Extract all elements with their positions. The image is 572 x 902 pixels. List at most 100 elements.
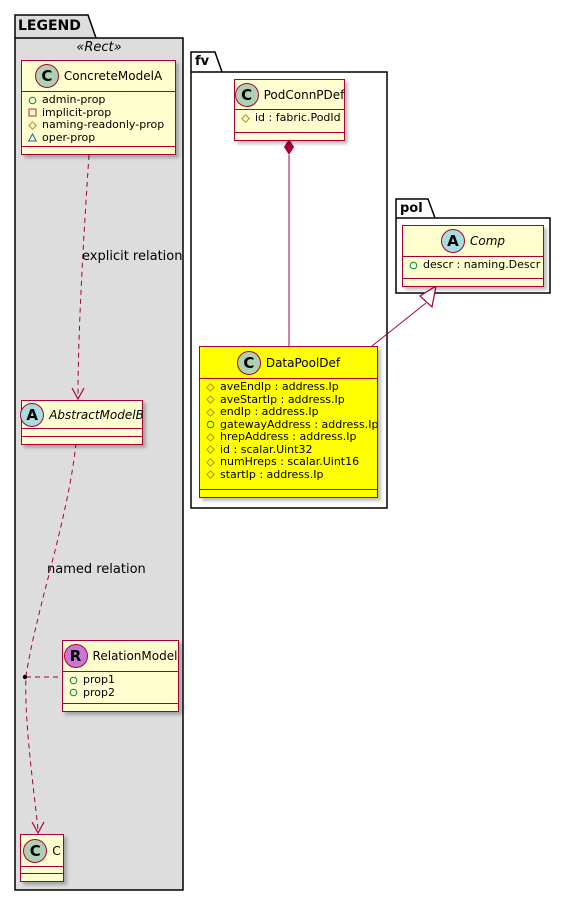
attribute-row: id : scalar.Uint32 (206, 442, 371, 457)
attribute-row: endIp : address.Ip (206, 405, 371, 419)
attribute-text: id : fabric.PodId (255, 111, 341, 124)
attribute-row: descr : naming.Descr (409, 258, 541, 272)
class-name: AbstractModelB (49, 407, 144, 422)
pol-package-name: pol (400, 201, 423, 216)
attribute-text: hrepAddress : address.Ip (220, 430, 357, 443)
attribute-text: naming-readonly-prop (42, 118, 165, 131)
class-header: R RelationModel (63, 641, 178, 672)
generalization-arrowhead (419, 284, 437, 309)
class-abstract-model-b[interactable]: A AbstractModelB (20, 400, 144, 445)
attribute-text: prop1 (83, 673, 115, 686)
named-relation-label: named relation (47, 562, 146, 577)
legend-package-name: LEGEND (18, 18, 81, 34)
abstract-badge-icon: A (20, 402, 45, 427)
class-name: ConcreteModelA (63, 69, 163, 83)
attribute-row: aveStartIp : address.Ip (206, 392, 371, 407)
public-visibility-icon (69, 688, 78, 697)
protected-visibility-icon (28, 120, 37, 130)
private-visibility-icon (28, 108, 37, 117)
class-badge-icon: C (234, 82, 259, 107)
class-badge-icon: C (34, 64, 59, 88)
class-name: C (52, 843, 61, 858)
class-comp[interactable]: A Comp descr : naming.Descr (402, 225, 544, 287)
attribute-row: implicit-prop (28, 105, 169, 120)
abstract-badge-icon: A (440, 229, 465, 253)
generalization-edge (371, 302, 427, 347)
attribute-text: id : scalar.Uint32 (220, 442, 313, 456)
attribute-row: oper-prop (28, 130, 169, 145)
attribute-row: hrepAddress : address.Ip (206, 430, 371, 444)
protected-visibility-icon (206, 395, 215, 405)
attribute-row: aveEndIp : address.Ip (206, 380, 371, 394)
class-c[interactable]: C C (20, 834, 64, 882)
association-point (22, 674, 28, 680)
package-visibility-icon (28, 133, 37, 142)
public-visibility-icon (206, 420, 215, 429)
class-header: C C (21, 835, 63, 867)
attribute-row: prop2 (69, 685, 172, 700)
methods-divider (403, 278, 543, 279)
attribute-row: admin-prop (28, 93, 169, 107)
methods-divider (22, 146, 175, 147)
explicit-relation-label: explicit relation (82, 249, 183, 264)
class-badge-icon: C (236, 350, 261, 375)
attribute-row: naming-readonly-prop (28, 118, 169, 132)
protected-visibility-icon (241, 113, 250, 123)
attribute-text: oper-prop (42, 130, 96, 144)
attribute-text: descr : naming.Descr (423, 258, 541, 271)
attribute-text: numHreps : scalar.Uint16 (220, 455, 360, 468)
explicit-relation-arrowhead (71, 387, 85, 401)
methods-divider (200, 489, 377, 490)
class-pod-conn-p-def[interactable]: C PodConnPDef id : fabric.PodId (234, 79, 345, 141)
methods-divider (63, 703, 178, 704)
public-visibility-icon (409, 261, 418, 270)
attribute-list: descr : naming.Descr (403, 257, 543, 272)
named-relation-arrowhead (31, 821, 45, 835)
attribute-text: implicit-prop (42, 105, 112, 119)
fv-package-name: fv (195, 54, 210, 69)
attribute-text: gatewayAddress : address.Ip (220, 417, 379, 431)
class-header: C ConcreteModelA (22, 61, 175, 92)
composition-diamond (283, 139, 295, 155)
class-name: RelationModel (92, 649, 178, 663)
class-name: Comp (469, 234, 506, 248)
class-name: PodConnPDef (263, 87, 345, 102)
class-header: C DataPoolDef (200, 347, 377, 379)
attribute-row: startIp : address.Ip (206, 468, 371, 482)
class-name: DataPoolDef (265, 355, 341, 370)
class-badge-icon: C (23, 838, 48, 863)
protected-visibility-icon (206, 445, 215, 455)
attribute-row: id : fabric.PodId (241, 111, 341, 125)
protected-visibility-icon (206, 407, 215, 417)
attribute-row: numHreps : scalar.Uint16 (206, 455, 371, 469)
class-header: A Comp (403, 226, 543, 257)
public-visibility-icon (69, 676, 78, 685)
attribute-text: admin-prop (42, 93, 106, 106)
attribute-list: id : fabric.PodId (235, 110, 344, 125)
legend-stereotype: «Rect» (76, 40, 122, 55)
named-relation-edge (25, 442, 77, 831)
protected-visibility-icon (206, 470, 215, 480)
protected-visibility-icon (206, 457, 215, 467)
attribute-text: aveEndIp : address.Ip (220, 380, 339, 393)
attribute-text: aveStartIp : address.Ip (220, 392, 345, 406)
explicit-relation-edge (77, 154, 90, 396)
class-header: C PodConnPDef (234, 80, 345, 110)
methods-divider (21, 873, 63, 874)
protected-visibility-icon (206, 432, 215, 442)
methods-divider (22, 436, 142, 437)
protected-visibility-icon (206, 382, 215, 392)
public-visibility-icon (28, 96, 37, 105)
attribute-row: gatewayAddress : address.Ip (206, 418, 379, 432)
relation-badge-icon: R (63, 644, 88, 668)
attribute-text: endIp : address.Ip (220, 405, 319, 418)
attribute-text: prop2 (83, 685, 115, 699)
methods-divider (235, 132, 344, 133)
